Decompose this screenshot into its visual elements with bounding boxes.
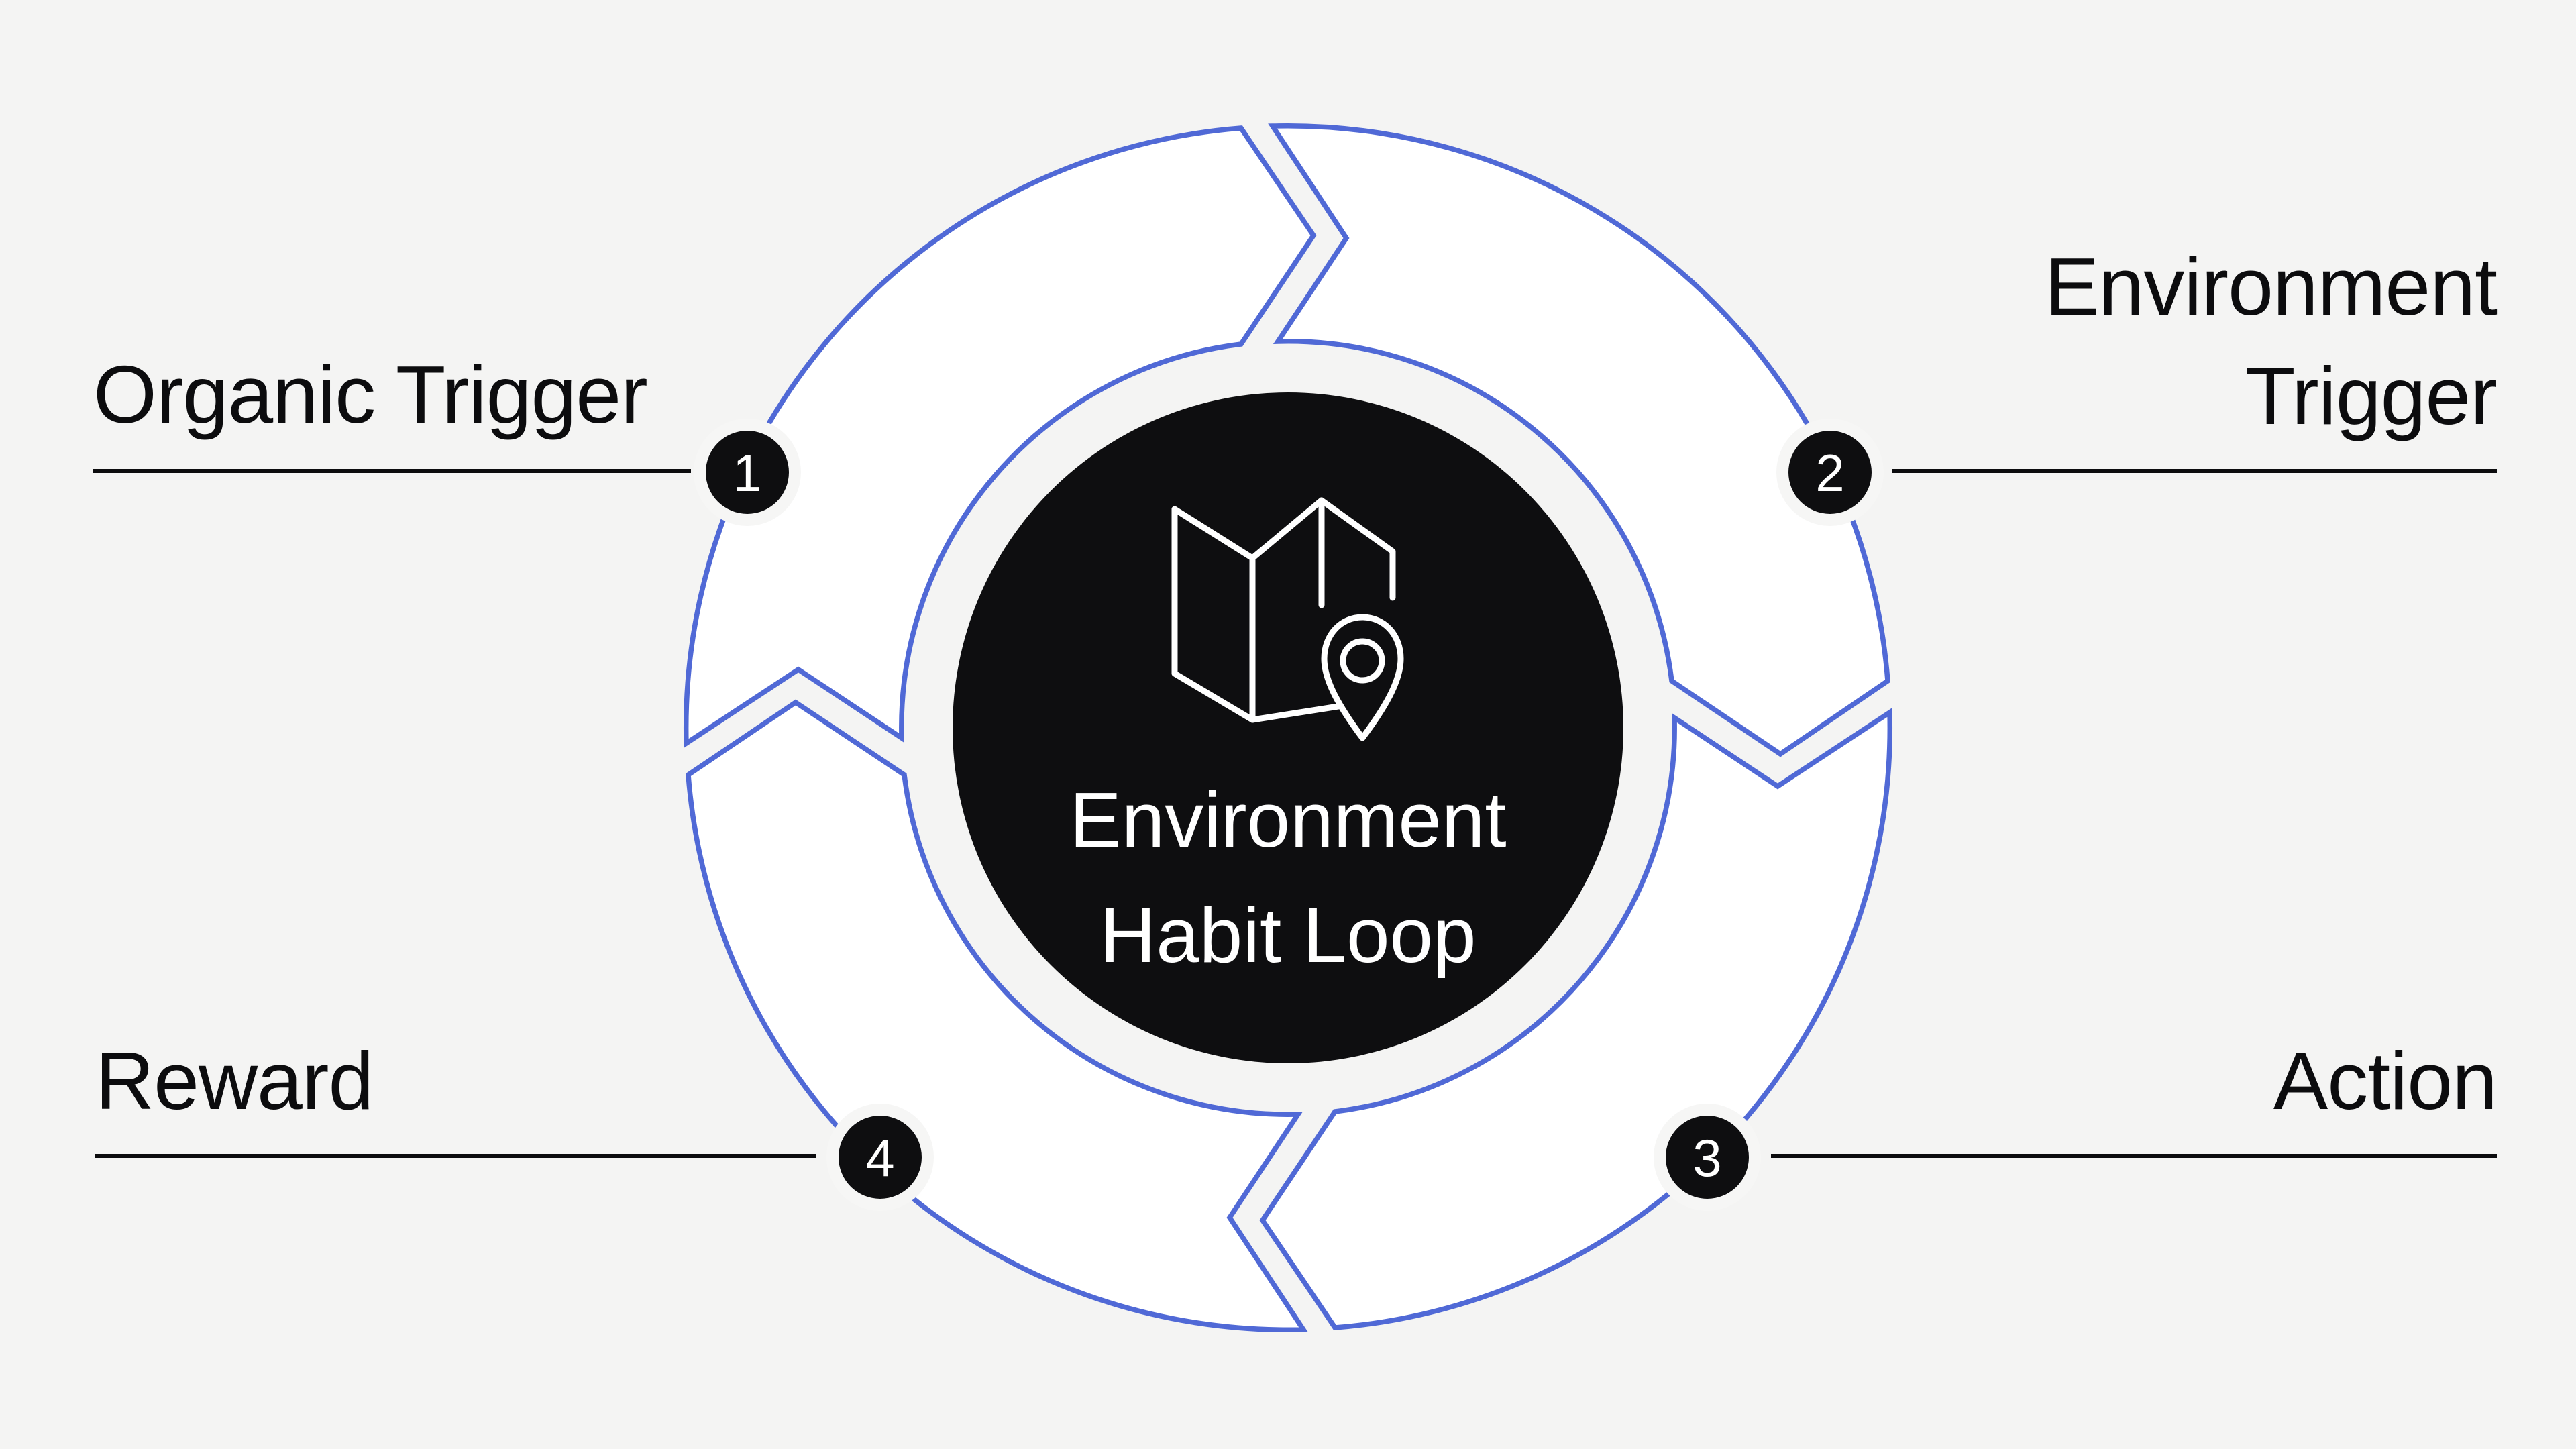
label-environment-trigger-text: Environment Trigger	[2045, 241, 2498, 441]
step-badge-2	[1788, 431, 1872, 514]
step-badge-4	[839, 1116, 922, 1199]
step-badge-number-1: 1	[733, 443, 761, 502]
ring-segment-bottom-left	[686, 699, 1308, 1333]
ring-segment-top-right	[1268, 123, 1890, 757]
center-circle	[953, 392, 1623, 1063]
loop-ring	[683, 123, 1893, 1333]
ring-segment-bottom-right	[1259, 708, 1893, 1330]
map-pin-icon	[1171, 497, 1404, 741]
step-badges: 1 2 3 4	[694, 419, 1884, 1211]
location-pin-hole	[1340, 638, 1385, 684]
label-environment-trigger: Environment Trigger	[1892, 232, 2498, 473]
label-action-text: Action	[2273, 1035, 2498, 1126]
step-badge-number-3: 3	[1693, 1128, 1721, 1187]
label-reward: Reward	[95, 1030, 816, 1158]
label-organic-trigger: Organic Trigger	[93, 344, 691, 473]
step-badge-1	[706, 431, 789, 514]
step-badge-number-4: 4	[865, 1128, 894, 1187]
label-action: Action	[1771, 1030, 2498, 1158]
map-outline-bottom	[1171, 506, 1342, 723]
step-badge-3	[1666, 1116, 1749, 1199]
label-organic-trigger-text: Organic Trigger	[93, 349, 648, 440]
center-title-line2: Habit Loop	[1099, 892, 1476, 979]
step-badge-number-2: 2	[1815, 443, 1844, 502]
label-reward-text: Reward	[95, 1035, 374, 1126]
center-title-line1: Environment	[1069, 776, 1506, 863]
